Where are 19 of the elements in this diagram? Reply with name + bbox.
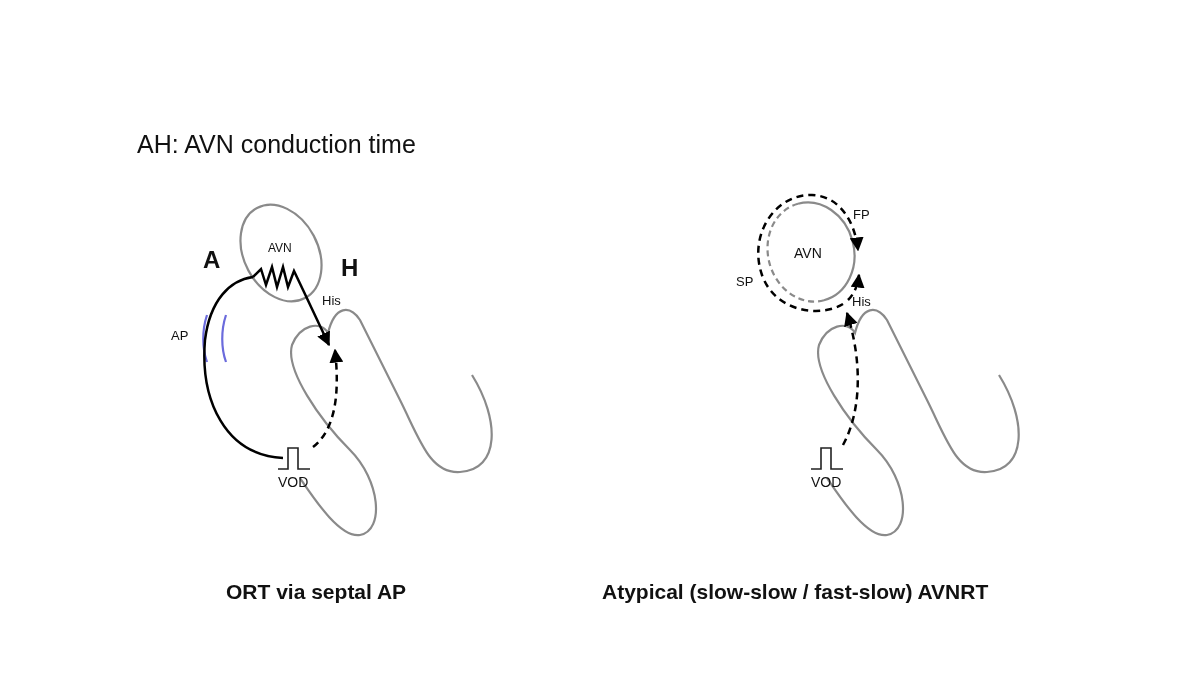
- node-label: VOD: [811, 475, 842, 489]
- panel-caption: ORT via septal AP: [226, 581, 407, 602]
- pathway-label: SP: [736, 275, 754, 288]
- panel-caption: Atypical (slow-slow / fast-slow) AVNRT: [602, 581, 989, 602]
- structure-label: His: [322, 294, 341, 307]
- arrow: [312, 348, 344, 448]
- arrow: [841, 311, 859, 446]
- atrium-label: A: [203, 248, 221, 272]
- node-label: AVN: [268, 242, 292, 254]
- structure-label: AP: [171, 329, 189, 342]
- pathway-label: FP: [853, 208, 870, 221]
- arrow: [252, 262, 331, 347]
- arrow: [847, 273, 865, 301]
- his-bundle-letter: H: [341, 256, 359, 280]
- node-label: VOD: [278, 475, 309, 489]
- arrow: [757, 193, 864, 313]
- heading: AH: AVN conduction time: [137, 132, 416, 157]
- structure-label: His: [852, 295, 871, 308]
- node-label: AVN: [794, 246, 822, 260]
